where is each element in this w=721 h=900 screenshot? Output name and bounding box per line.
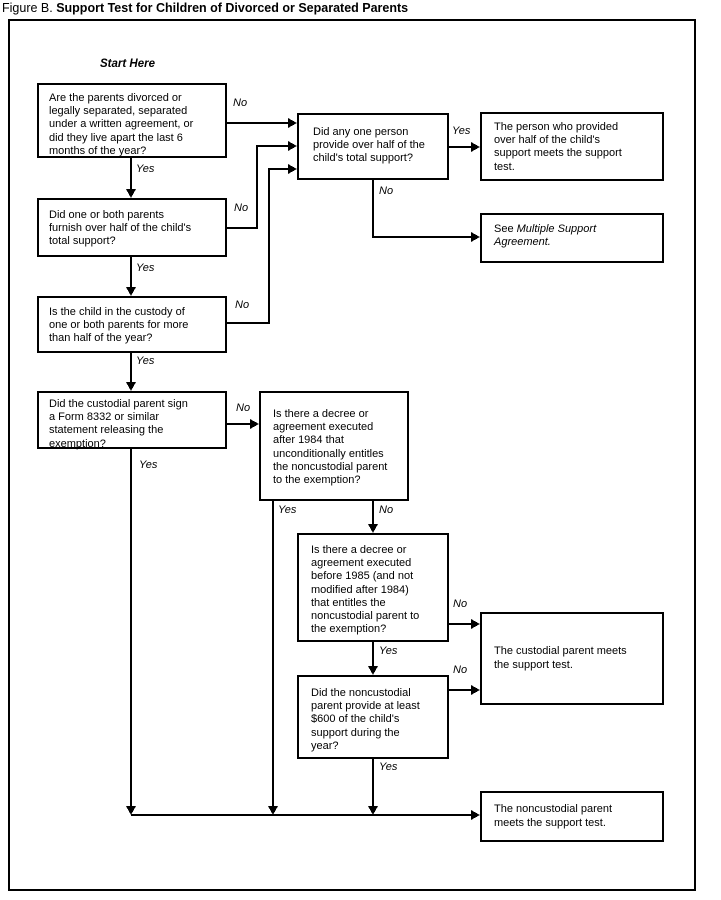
connector-q6-no bbox=[449, 619, 480, 629]
connector-q7-yes bbox=[368, 759, 378, 815]
custodial-result-text: The custodial parent meets the support t… bbox=[494, 645, 627, 671]
edge-label-q1-no: No bbox=[233, 97, 248, 109]
connector-q2-no bbox=[226, 141, 297, 229]
box-question-custody: Is the child in the custody of one or bo… bbox=[37, 296, 227, 353]
box-question-half-support: Did one or both parents furnish over hal… bbox=[37, 198, 227, 257]
connector-q3-yes bbox=[126, 353, 136, 391]
edge-label-q3-yes: Yes bbox=[136, 355, 155, 367]
figure-title-text: Support Test for Children of Divorced or… bbox=[56, 1, 409, 15]
connector-qany-yes bbox=[449, 142, 480, 152]
box-result-noncustodial-parent: The noncustodial parent meets the suppor… bbox=[480, 791, 664, 842]
start-here-label: Start Here bbox=[100, 58, 155, 70]
edge-label-q7-yes: Yes bbox=[379, 761, 398, 773]
box-result-multiple-support: See Multiple Support Agreement. bbox=[480, 213, 664, 263]
connector-q3-no bbox=[226, 164, 297, 324]
edge-label-q7-no: No bbox=[453, 664, 468, 676]
edge-label-q4-no: No bbox=[236, 402, 251, 414]
connector-qany-no bbox=[372, 180, 480, 242]
connector-q5-no bbox=[368, 501, 378, 533]
box-question-decree-before-1985: Is there a decree or agreement executed … bbox=[297, 533, 449, 642]
edge-label-qany-no: No bbox=[379, 185, 394, 197]
box-question-600-support: Did the noncustodial parent provide at l… bbox=[297, 675, 449, 759]
box-result-custodial-parent: The custodial parent meets the support t… bbox=[480, 612, 664, 705]
edge-label-q2-yes: Yes bbox=[136, 262, 155, 274]
see-text: See bbox=[494, 223, 517, 235]
box-question-any-one-person: Did any one person provide over half of … bbox=[297, 113, 449, 180]
connector-q5-yes bbox=[268, 501, 278, 815]
connector-q1-yes bbox=[126, 158, 136, 198]
box-question-decree-after-1984: Is there a decree or agreement executed … bbox=[259, 391, 409, 501]
figure-title: Figure B. Support Test for Children of D… bbox=[2, 1, 408, 15]
edge-label-q3-no: No bbox=[235, 299, 250, 311]
connector-q2-yes bbox=[126, 257, 136, 296]
box-result-person-provided: The person who provided over half of the… bbox=[480, 112, 664, 181]
noncustodial-result-text: The noncustodial parent meets the suppor… bbox=[494, 803, 613, 829]
edge-label-q5-yes: Yes bbox=[278, 504, 297, 516]
connector-q6-yes bbox=[368, 642, 378, 675]
edge-label-q2-no: No bbox=[234, 202, 249, 214]
edge-label-q6-yes: Yes bbox=[379, 645, 398, 657]
box-question-divorced: Are the parents divorced or legally sepa… bbox=[37, 83, 227, 158]
edge-label-q1-yes: Yes bbox=[136, 163, 155, 175]
figure-label: Figure B. bbox=[2, 1, 53, 15]
connector-q4-no bbox=[226, 419, 259, 429]
outer-border bbox=[8, 19, 696, 891]
multiple-support-agreement-text: Multiple Support Agreement. bbox=[494, 223, 597, 249]
box-question-form-8332: Did the custodial parent sign a Form 833… bbox=[37, 391, 227, 450]
connector-bottom-rail bbox=[131, 810, 480, 820]
edge-label-qany-yes: Yes bbox=[452, 125, 471, 137]
connector-q1-no bbox=[226, 118, 297, 128]
edge-label-q4-yes: Yes bbox=[139, 459, 158, 471]
edge-label-q6-no: No bbox=[453, 598, 468, 610]
edge-label-q5-no: No bbox=[379, 504, 394, 516]
connector-q4-yes bbox=[126, 448, 136, 815]
connector-q7-no bbox=[449, 685, 480, 695]
